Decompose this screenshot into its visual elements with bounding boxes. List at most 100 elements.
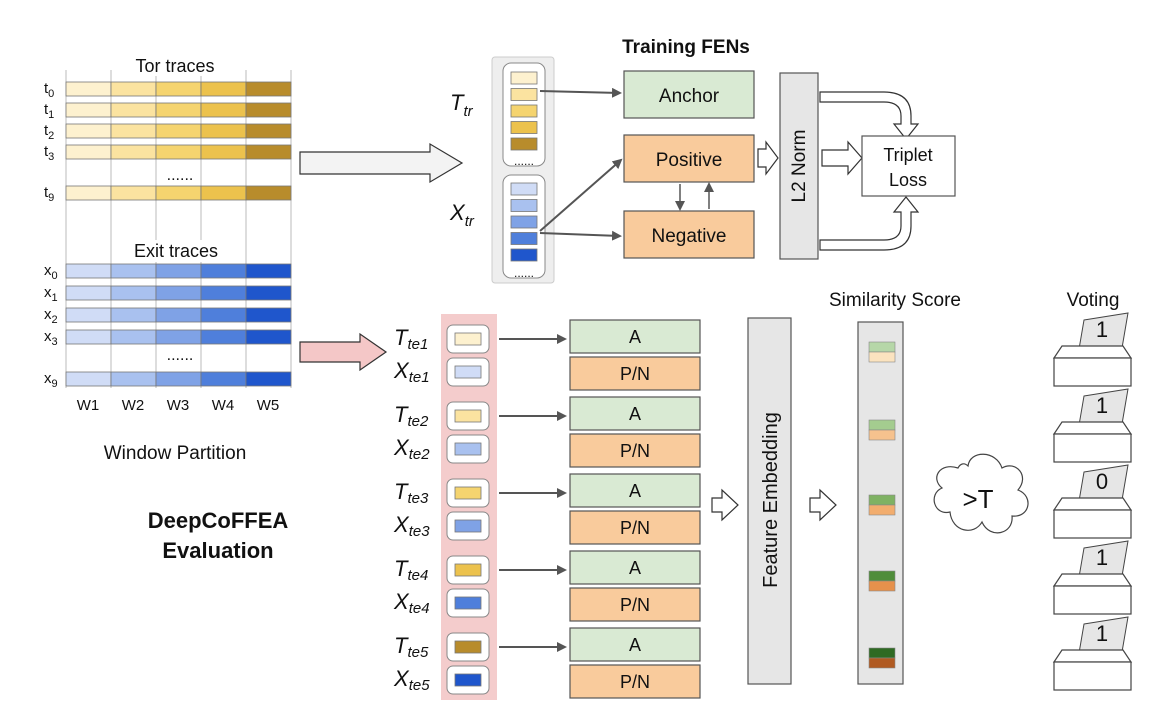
evaluation-title-line2: Evaluation [162,538,273,563]
exit-cell-1-1 [110,285,157,301]
eval-pn-label-4: P/N [620,595,650,615]
window-partition-caption: Window Partition [104,443,247,464]
exit-cell-2-0 [65,307,112,323]
eval-x-swatch-1 [454,365,482,379]
eval-pn-label-1: P/N [620,364,650,384]
exit-row-label-3: x3 [44,328,58,348]
eval-x-label-5: Xte5 [393,666,430,694]
l2-norm-box [779,72,819,260]
tor-cell-0-2 [155,81,202,97]
tor-row-label-2: t2 [44,122,54,142]
eval-pn-box-3 [569,510,701,545]
tor-cell-2-2 [155,123,202,139]
eval-t-swatch-4 [454,563,482,577]
tor-cell-1-2 [155,102,202,118]
eval-t-swatch-5 [454,640,482,654]
eval-a-label-5: A [629,635,641,655]
eval-a-label-3: A [629,481,641,501]
tor-cell-4-3 [200,185,247,201]
eval-a-label-2: A [629,404,641,424]
t-tr-cell-0 [510,71,538,85]
threshold-label: >T [962,484,993,514]
negative-arrow [539,230,622,241]
threshold-cloud [933,453,1029,534]
eval-pn-label-2: P/N [620,441,650,461]
exit-ellipsis: ...... [167,347,194,364]
triplet-loss-box [861,135,956,197]
eval-x-swatch-4 [454,596,482,610]
vote-value-3: 0 [1096,469,1108,494]
similarity-score-marks [868,341,896,669]
exit-cell-0-2 [155,263,202,279]
exit-cell-3-4 [245,329,292,345]
tor-cell-0-4 [245,81,292,97]
exit-cell-2-4 [245,307,292,323]
vote-value-2: 1 [1096,393,1108,418]
exit-cell-4-1 [110,371,157,387]
vote-value-1: 1 [1096,317,1108,342]
exit-cell-4-4 [245,371,292,387]
exit-cell-2-3 [200,307,247,323]
eval-x-swatch-2 [454,442,482,456]
eval-x-label-1: Xte1 [393,358,430,386]
evaluation-arrow [299,332,388,372]
t-tr-cell-4 [510,137,538,151]
anchor-label: Anchor [659,86,720,107]
eval-t-label-5: Tte5 [394,633,429,661]
eval-x-label-2: Xte2 [393,435,430,463]
to-embedding-arrow [711,488,739,522]
score-top-2 [868,419,896,431]
tor-cell-0-1 [110,81,157,97]
tor-cell-2-1 [110,123,157,139]
score-top-4 [868,570,896,582]
window-label-2: W2 [122,397,145,414]
ballot-lid-1 [1052,345,1133,359]
eval-t-swatch-2 [454,409,482,423]
vote-value-5: 1 [1096,621,1108,646]
eval-x-swatch-5 [454,673,482,687]
eval-a-label-4: A [629,558,641,578]
eval-pn-label-5: P/N [620,672,650,692]
eval-pn-box-2 [569,433,701,468]
eval-t-swatch-1 [454,332,482,346]
eval-t-label-4: Tte4 [394,556,428,584]
positive-box [623,134,755,183]
vote-value-4: 1 [1096,545,1108,570]
negative-box [623,210,755,259]
exit-row-label-4: x9 [44,370,58,390]
ballot-box-4 [1053,585,1132,615]
t-tr-cell-1 [510,88,538,101]
eval-pn-label-3: P/N [620,518,650,538]
tor-cell-3-4 [245,144,292,160]
x-tr-cell-1 [510,199,538,212]
score-bottom-2 [868,429,896,441]
negative-label: Negative [652,226,727,247]
eval-x-label-3: Xte3 [393,512,430,540]
tor-traces-title: Tor traces [135,56,214,76]
evaluation-section: DeepCoFFEA Evaluation Tte1Xte1AP/NTte2Xt… [148,290,1133,700]
eval-a-box-2 [569,396,701,431]
x-tr-dots: ...... [514,266,534,280]
exit-cell-1-3 [200,285,247,301]
exit-cell-0-1 [110,263,157,279]
exit-traces-title: Exit traces [134,241,218,261]
eval-x-swatch-3 [454,519,482,533]
tor-ellipsis: ...... [167,167,194,184]
voting-title: Voting [1067,290,1120,311]
ballot-box-3 [1053,509,1132,539]
tor-cell-1-4 [245,102,292,118]
score-bottom-1 [868,351,896,363]
feature-embedding-label: Feature Embedding [760,412,782,588]
to-similarity-arrow [809,488,837,522]
window-label-1: W1 [77,397,100,414]
exit-cell-1-4 [245,285,292,301]
x-tr-cell-4 [510,248,538,262]
to-l2-arrow [757,140,779,176]
tor-cell-2-4 [245,123,292,139]
eval-pn-box-5 [569,664,701,699]
l2-to-loss-arrow [821,140,863,176]
t-tr-dots: ...... [514,154,534,168]
